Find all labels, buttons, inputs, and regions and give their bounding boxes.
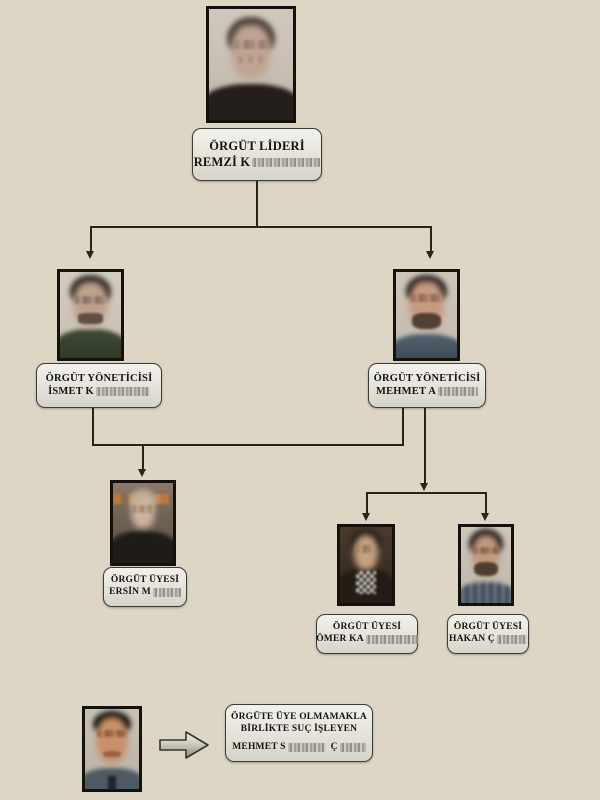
redaction-bar [152,588,181,598]
member-ersin-name: ERSİN M [109,587,181,599]
manager-right-role: ÖRGÜT YÖNETİCİSİ [373,372,481,384]
portrait-accomplice [82,706,142,792]
arrowhead-ersin [138,469,146,477]
redaction-bar [339,743,366,753]
redaction-bar [438,387,479,397]
edge-leader-split-bar [90,226,432,228]
edge-mgrright-stem [424,408,426,484]
portrait-member-ersin [110,480,176,566]
portrait-manager-left [57,269,124,361]
accomplice-role-line-1: ÖRGÜTE ÜYE OLMAMAKLA [231,712,367,722]
member-hakan-name: HAKAN Ç [449,634,527,646]
member-hakan-role: ÖRGÜT ÜYESİ [453,622,523,633]
portrait-manager-right [393,269,460,361]
edge-down-to-omer [366,492,368,514]
redaction-bar [365,635,418,645]
manager-left-role: ÖRGÜT YÖNETİCİSİ [45,372,153,384]
edge-long-horizontal-run [92,444,404,446]
edge-leader-stem [256,181,258,227]
node-plate-leader[interactable]: ÖRGÜT LİDERİ REMZİ K [192,128,322,181]
block-arrow-icon [159,731,209,759]
node-plate-manager-right[interactable]: ÖRGÜT YÖNETİCİSİ MEHMET A [368,363,486,408]
edge-to-manager-right [430,226,432,252]
arrowhead-mgrright-stem [420,483,428,491]
edge-mgrright-down-left-leg [402,408,404,445]
node-plate-accomplice[interactable]: ÖRGÜTE ÜYE OLMAMAKLA BİRLİKTE SUÇ İŞLEYE… [225,704,373,762]
arrowhead-omer [362,513,370,521]
node-plate-member-ersin[interactable]: ÖRGÜT ÜYESİ ERSİN M [103,567,187,607]
portrait-leader [206,6,296,123]
member-omer-role: ÖRGÜT ÜYESİ [332,622,402,633]
accomplice-role-line-2: BİRLİKTE SUÇ İŞLEYEN [240,723,358,734]
manager-right-name: MEHMET A [376,386,479,399]
arrowhead-manager-right [426,251,434,259]
edge-down-to-hakan [485,492,487,514]
node-plate-member-hakan[interactable]: ÖRGÜT ÜYESİ HAKAN Ç [447,614,529,654]
redaction-bar [497,635,527,645]
leader-name: REMZİ K [194,155,321,170]
portrait-member-hakan [458,524,514,606]
leader-role: ÖRGÜT LİDERİ [209,139,305,154]
portrait-member-omer [337,524,395,606]
member-ersin-role: ÖRGÜT ÜYESİ [110,575,180,586]
redaction-bar [95,387,150,397]
node-plate-manager-left[interactable]: ÖRGÜT YÖNETİCİSİ İSMET K [36,363,162,408]
manager-left-name: İSMET K [48,386,150,399]
edge-member-split-bar [366,492,486,494]
arrowhead-manager-left [86,251,94,259]
redaction-bar [287,743,326,753]
arrowhead-hakan [481,513,489,521]
edge-left-riser [92,408,94,445]
member-omer-name: ÖMER KA [316,634,418,646]
edge-down-to-ersin [142,444,144,470]
node-plate-member-omer[interactable]: ÖRGÜT ÜYESİ ÖMER KA [316,614,418,654]
redaction-bar [252,157,321,167]
edge-to-manager-left [90,226,92,252]
